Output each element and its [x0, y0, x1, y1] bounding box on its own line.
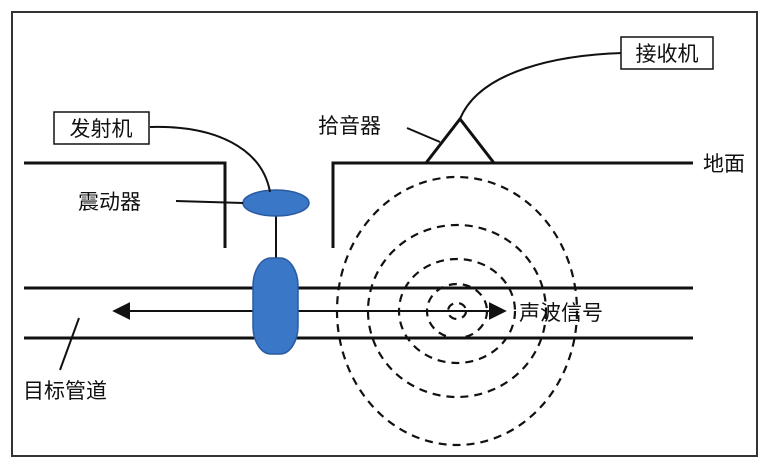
- pipe-clamp: [252, 257, 299, 355]
- receiver-label-box: [620, 36, 714, 70]
- target-pipe-label: 目标管道: [23, 379, 107, 403]
- transmitter-label: 发射机: [70, 117, 133, 141]
- ground-line-left: [24, 161, 227, 248]
- receiver-label: 接收机: [636, 42, 699, 66]
- pickup-label: 拾音器: [318, 114, 381, 138]
- transmitter-cable: [149, 125, 271, 193]
- pickup-sensor: [422, 116, 498, 165]
- wave-ring: [366, 223, 548, 399]
- vibrator-leader: [175, 200, 244, 204]
- target-pipe-leader: [59, 317, 80, 371]
- diagram-frame: [11, 11, 758, 457]
- receiver-cable: [459, 52, 623, 120]
- vibrator-label: 震动器: [78, 190, 141, 214]
- vibrator-device: [242, 189, 310, 217]
- pickup-leader: [406, 127, 441, 143]
- ground-label: 地面: [703, 152, 745, 176]
- transmitter-label-box: [53, 111, 150, 145]
- ground-line-right: [331, 161, 693, 248]
- acoustic-signal-label: 声波信号: [519, 301, 603, 325]
